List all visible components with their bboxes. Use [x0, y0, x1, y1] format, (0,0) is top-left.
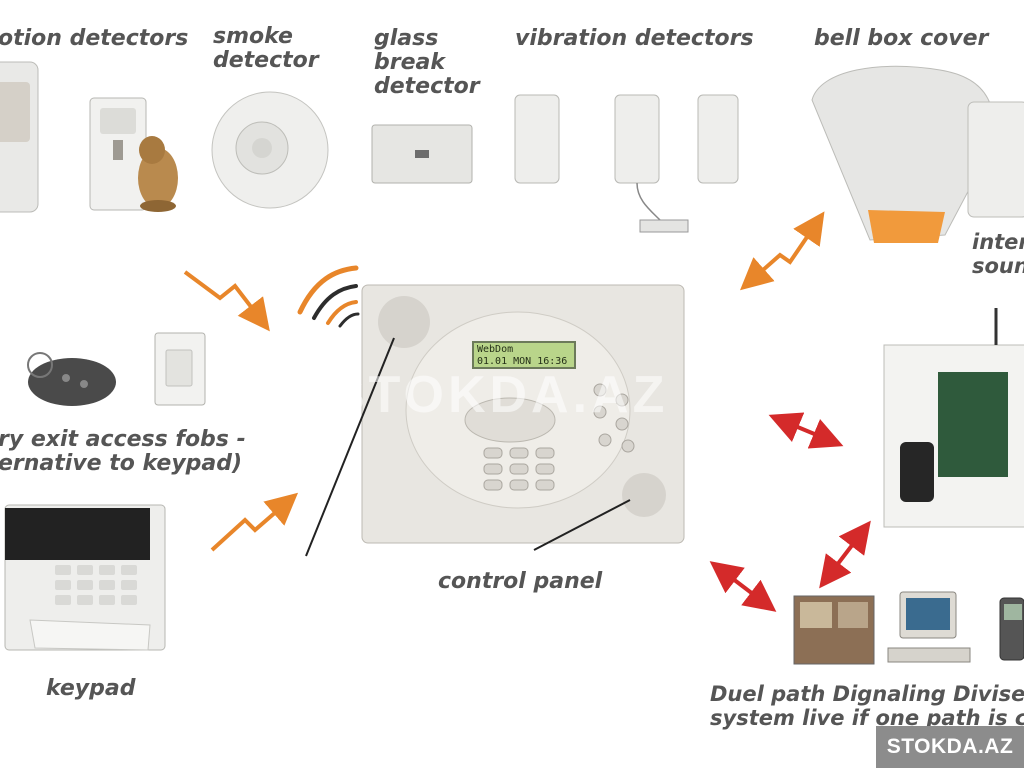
label-fobs-line-1: ry exit access fobs -: [0, 427, 246, 452]
label-smoke-line-1: smoke: [213, 24, 293, 49]
pointer-line-panel: [305, 337, 395, 557]
arrow-communicator-devices: [819, 520, 871, 589]
label-internal-line-2: soun: [972, 254, 1024, 278]
label-motion-detectors: otion detectors: [0, 26, 189, 51]
dual-path-communicator-image: [883, 308, 1024, 528]
arrow-panel-communicator: [768, 412, 844, 449]
label-glass-line-1: glass: [374, 26, 439, 51]
label-glass-line-3: detector: [374, 74, 480, 99]
label-glass-line-2: break: [374, 50, 445, 75]
label-bell-box-cover: bell box cover: [814, 26, 989, 51]
label-internal-line-1: inter: [972, 230, 1024, 254]
internal-sounder-image: [967, 101, 1024, 218]
vibration-detector-3: [697, 94, 739, 184]
vibration-detector-2: [614, 94, 689, 233]
label-vibration-detectors: vibration detectors: [515, 26, 754, 51]
label-smoke-line-2: detector: [213, 48, 319, 73]
label-fobs-line-2: ernative to keypad): [0, 451, 243, 476]
arrow-panel-devices: [709, 561, 777, 612]
bell-box-image: [811, 65, 994, 243]
smoke-detector-image: [211, 91, 329, 209]
motion-detector-large: [0, 61, 39, 213]
arrow-panel-bellbox: [740, 211, 825, 291]
arrow-keypad-to-panel: [210, 492, 299, 552]
lcd-line-2: 01.01 MON 16:36: [477, 356, 568, 367]
label-keypad: keypad: [46, 676, 136, 701]
vibration-detector-1: [514, 94, 560, 184]
computer-image: [887, 591, 971, 663]
keypad-image: [4, 504, 166, 651]
label-control-panel: control panel: [438, 569, 603, 594]
monitoring-station-image: [793, 595, 875, 665]
label-dual-path-line-1: Duel path Dignaling Divise: [710, 682, 1024, 706]
glass-break-detector-image: [371, 124, 473, 184]
motion-detector-small: [89, 97, 147, 211]
pointer-line-speaker: [533, 499, 631, 551]
arrow-detectors-to-panel: [183, 270, 270, 332]
dog-image: [138, 136, 178, 212]
exit-button-image: [154, 332, 206, 406]
source-badge: STOKDA.AZ: [876, 726, 1024, 768]
lcd-line-1: WebDom: [477, 344, 514, 355]
mobile-phone-image: [999, 597, 1024, 661]
key-fob-image: [27, 352, 116, 406]
watermark-text: STOKDA.AZ: [330, 366, 669, 424]
control-panel-lcd: WebDom 01.01 MON 16:36: [472, 341, 576, 369]
wireless-signal-icon: [297, 265, 360, 328]
